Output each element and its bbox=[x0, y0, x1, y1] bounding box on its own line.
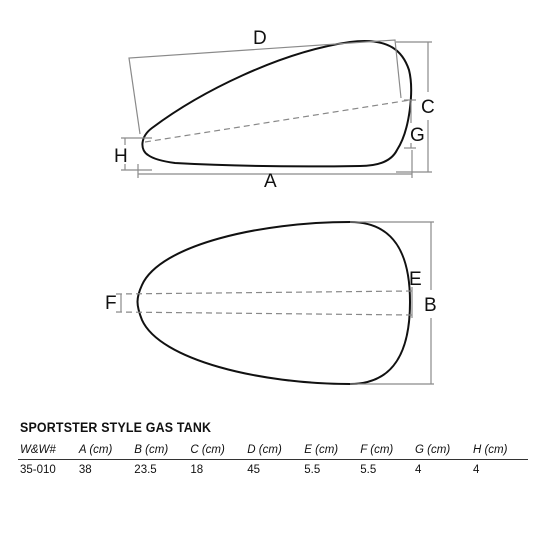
header-a: A (cm) bbox=[78, 444, 113, 456]
label-c: C bbox=[421, 97, 435, 118]
cell-a: 38 bbox=[76, 459, 133, 479]
header-e: E (cm) bbox=[304, 444, 339, 456]
top-view-dashed-lower bbox=[115, 311, 413, 316]
table-title: SPORTSTER STYLE GAS TANK bbox=[20, 420, 212, 435]
label-f: F bbox=[105, 293, 117, 314]
dimension-d-line bbox=[128, 39, 402, 135]
spec-table: W&W# A (cm) B (cm) C (cm) D (cm) E (cm) … bbox=[18, 441, 528, 479]
side-view-centerline bbox=[144, 99, 411, 143]
cell-f: 5.5 bbox=[358, 459, 414, 479]
label-b: B bbox=[424, 295, 437, 316]
cell-part-number: 35-010 bbox=[18, 459, 77, 479]
label-a: A bbox=[264, 171, 277, 192]
side-view-outline bbox=[141, 40, 413, 168]
header-h: H (cm) bbox=[472, 444, 508, 456]
cell-e: 5.5 bbox=[302, 459, 359, 479]
cell-h: 4 bbox=[470, 459, 528, 479]
cell-c: 18 bbox=[188, 459, 246, 479]
cell-d: 45 bbox=[245, 459, 303, 479]
cell-g: 4 bbox=[413, 459, 471, 479]
header-b: B (cm) bbox=[134, 444, 169, 456]
label-h: H bbox=[114, 146, 128, 167]
header-g: G (cm) bbox=[415, 444, 451, 456]
top-view: E B F bbox=[105, 220, 437, 386]
label-g: G bbox=[410, 125, 425, 146]
gas-tank-diagram: D A C G H E B F bbox=[105, 28, 437, 386]
header-f: F (cm) bbox=[360, 444, 394, 456]
header-d: D (cm) bbox=[247, 444, 282, 456]
table-row: 35-010 38 23.5 18 45 5.5 5.5 4 4 bbox=[18, 459, 528, 479]
table-header-row: W&W# A (cm) B (cm) C (cm) D (cm) E (cm) … bbox=[18, 441, 528, 460]
cell-b: 23.5 bbox=[132, 459, 189, 479]
top-view-dashed-upper bbox=[115, 290, 413, 295]
top-view-outline bbox=[136, 220, 412, 386]
header-part-number: W&W# bbox=[20, 444, 56, 456]
label-e: E bbox=[409, 269, 422, 290]
side-view: D A C G H bbox=[114, 28, 435, 192]
label-d: D bbox=[253, 28, 267, 49]
header-c: C (cm) bbox=[190, 444, 225, 456]
